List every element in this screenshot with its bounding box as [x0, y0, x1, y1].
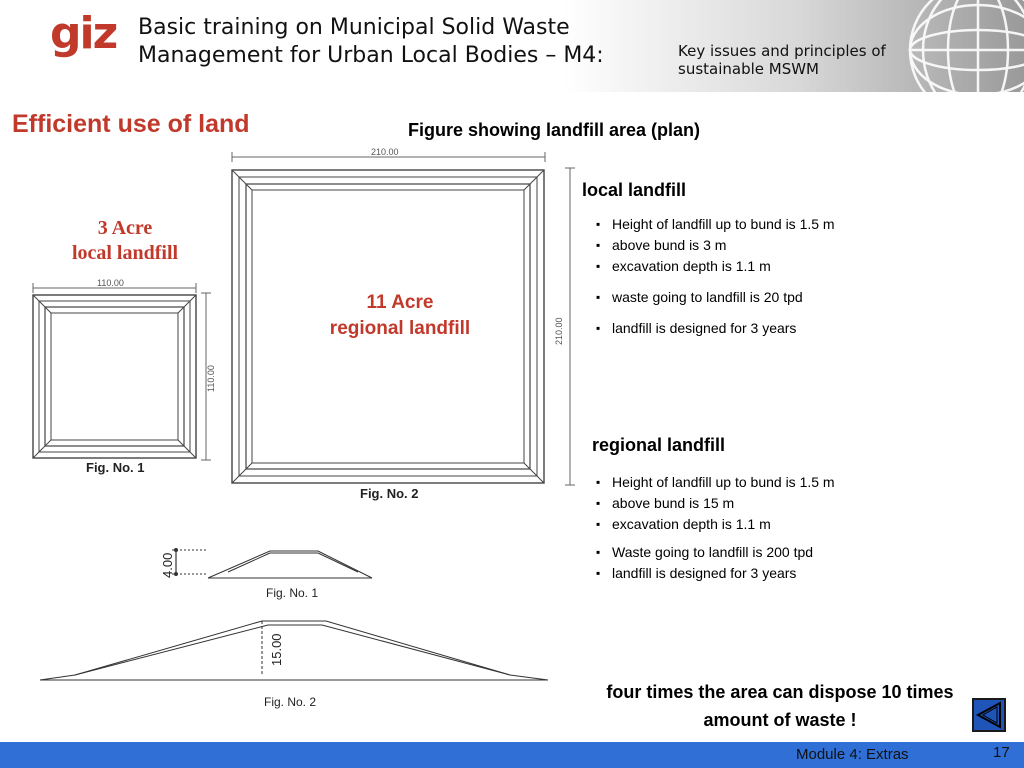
- local-area-line2: local landfill: [71, 242, 179, 264]
- local-landfill-plan: [32, 283, 211, 461]
- dim-regional-side: 210.00: [554, 317, 564, 345]
- back-arrow-icon: [975, 701, 1001, 729]
- regional-area-line1: 11 Acre: [366, 292, 434, 313]
- local-area-line1: 3 Acre: [97, 217, 153, 239]
- page-number: 17: [993, 744, 1010, 761]
- figure-caption: Figure showing landfill area (plan): [408, 120, 701, 140]
- regional-landfill-section: [39, 620, 549, 681]
- plan-fig1-label: Fig. No. 1: [86, 460, 145, 475]
- local-landfill-title: local landfill: [582, 180, 687, 200]
- conclusion-text: four times the area can dispose 10 times…: [606, 682, 954, 730]
- regional-area-line2: regional landfill: [329, 318, 471, 339]
- list-item: excavation depth is 1.1 m: [594, 256, 894, 277]
- footer-module-label: Module 4: Extras: [796, 746, 909, 763]
- header-bar: giz Basic training on Municipal Solid Wa…: [0, 0, 1024, 92]
- list-item: waste going to landfill is 20 tpd: [594, 287, 894, 308]
- list-item: Waste going to landfill is 200 tpd: [594, 542, 894, 563]
- section-height-regional: 15.00: [269, 633, 284, 666]
- list-item: landfill is designed for 3 years: [594, 318, 894, 339]
- list-item: above bund is 3 m: [594, 235, 894, 256]
- section-height-local: 4.00: [160, 553, 175, 578]
- dim-regional-top: 210.00: [371, 147, 399, 157]
- presentation-title: Basic training on Municipal Solid Waste …: [138, 15, 604, 68]
- regional-landfill-plan: [231, 152, 575, 486]
- local-landfill-list: Height of landfill up to bund is 1.5 m a…: [594, 214, 894, 339]
- back-button[interactable]: [972, 698, 1006, 732]
- list-item: Height of landfill up to bund is 1.5 m: [594, 472, 894, 493]
- list-item: above bund is 15 m: [594, 493, 894, 514]
- section-fig2-label: Fig. No. 2: [264, 695, 317, 709]
- footer-bar: [0, 742, 1024, 768]
- globe-icon: [908, 0, 1024, 92]
- dim-local-top: 110.00: [97, 278, 124, 288]
- section-fig1-label: Fig. No. 1: [266, 586, 319, 600]
- regional-landfill-area-label: 11 Acre regional landfill: [300, 290, 500, 342]
- dim-local-side: 110.00: [206, 365, 216, 392]
- regional-landfill-list: Height of landfill up to bund is 1.5 m a…: [594, 472, 894, 584]
- local-landfill-area-label: 3 Acre local landfill: [40, 216, 210, 266]
- list-item: excavation depth is 1.1 m: [594, 514, 894, 535]
- presentation-subtitle: Key issues and principles of sustainable…: [678, 42, 886, 78]
- regional-landfill-title: regional landfill: [592, 435, 726, 455]
- local-landfill-section: [172, 548, 373, 579]
- plan-fig2-label: Fig. No. 2: [360, 486, 419, 501]
- section-title: Efficient use of land: [12, 110, 250, 138]
- list-item: Height of landfill up to bund is 1.5 m: [594, 214, 894, 235]
- giz-logo: giz: [50, 8, 118, 59]
- list-item: landfill is designed for 3 years: [594, 563, 894, 584]
